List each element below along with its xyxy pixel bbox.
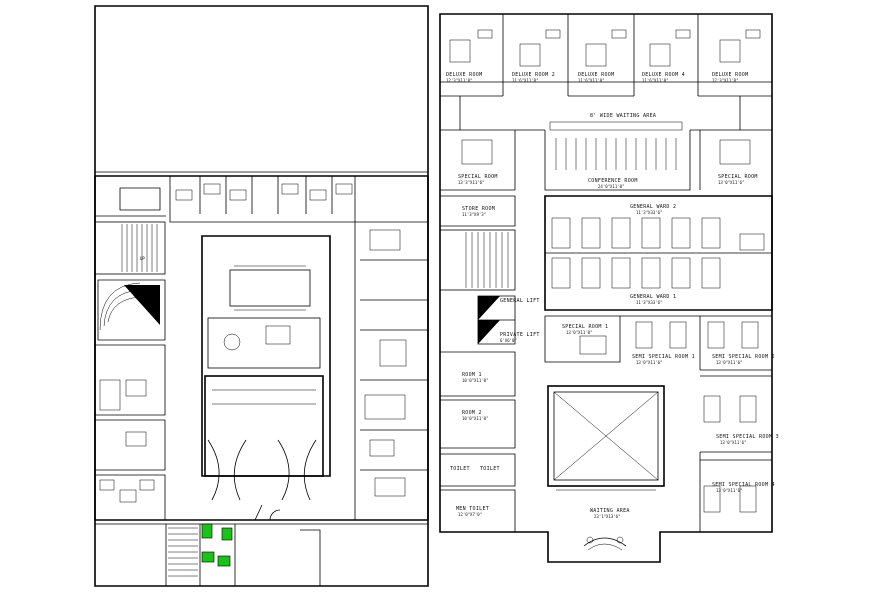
top-office-row (169, 176, 356, 223)
left-building-outline (94, 175, 429, 521)
right-floor-plan: DELUXE ROOM 12'3"X11'8" DELUXE ROOM 2 11… (439, 13, 779, 563)
conference-dim: 24'0"X11'0" (598, 184, 625, 189)
room-a-label: ROOM 1 (462, 372, 482, 378)
store-room-dim: 11'3"X9'3" (462, 212, 486, 217)
ward-beds (551, 217, 765, 289)
deluxe-room-1-dim: 12'3"X11'8" (446, 78, 473, 83)
semi-special-room-2-label: SEMI SPECIAL ROOM 2 (712, 354, 775, 360)
deluxe-toilets (440, 95, 772, 130)
men-toilet-dim: 12'0"X7'0" (458, 512, 482, 517)
deluxe-room-4-label: DELUXE ROOM 4 (642, 72, 685, 78)
right-staircase (439, 229, 516, 291)
deluxe-room-2-dim: 11'6"X11'8" (512, 78, 539, 83)
men-toilet-label: MEN TOILET (456, 506, 489, 512)
special-room-left-label: SPECIAL ROOM (458, 174, 498, 180)
reception-area (207, 317, 321, 369)
semi-special-room-3-label: SEMI SPECIAL ROOM 3 (716, 434, 779, 440)
spiral-stair (97, 279, 166, 341)
deluxe-room-5-label: DELUXE ROOM (712, 72, 748, 78)
open-yard (94, 5, 429, 173)
toilet-a-label: TOILET (450, 466, 470, 472)
service-strip (354, 175, 428, 520)
wide-waiting-label: 8' WIDE WAITING AREA (590, 113, 656, 119)
general-wards-block (544, 195, 773, 311)
private-lift-label: PRIVATE LIFT (500, 332, 540, 338)
service-fixtures (364, 229, 407, 497)
left-wing-furniture (99, 379, 155, 503)
conference-label: CONFERENCE ROOM (588, 178, 638, 184)
semi-special-room-3-dim: 13'0"X11'6" (720, 440, 747, 445)
toilet-b-label: TOILET (480, 466, 500, 472)
special-room-left-bed (461, 139, 493, 165)
general-lift-label: GENERAL LIFT (500, 298, 540, 304)
general-ward-1-dim: 11'3"X33'6" (636, 300, 663, 305)
semi-special-3-4-walls (699, 375, 773, 532)
store-room-label: STORE ROOM (462, 206, 495, 212)
waiting-area-dim: 23'1"X13'6" (594, 514, 621, 519)
semi-special-room-1-label: SEMI SPECIAL ROOM 1 (632, 354, 695, 360)
room-b-label: ROOM 2 (462, 410, 482, 416)
store-room (439, 195, 516, 227)
waiting-area-label: WAITING AREA (590, 508, 630, 514)
right-building-outline (439, 13, 773, 563)
semi-special-room-4-dim: 13'0"X11'6" (716, 488, 743, 493)
deluxe-room-3-dim: 11'6"X11'8" (578, 78, 605, 83)
lift-shafts (477, 295, 516, 345)
special-room-1-label: SPECIAL ROOM 1 (562, 324, 608, 330)
special-room-right-bed (719, 139, 751, 165)
main-door (254, 504, 281, 521)
special-room-right-label: SPECIAL ROOM (718, 174, 758, 180)
deluxe-room-4-dim: 11'6"X11'8" (642, 78, 669, 83)
general-ward-2-label: GENERAL WARD 2 (630, 204, 676, 210)
room-b-dim: 10'0"X11'0" (462, 416, 489, 421)
central-atrium (547, 385, 665, 487)
reception-counter (583, 536, 627, 551)
left-floor-plan: UP (94, 5, 429, 587)
deluxe-room-beds (449, 29, 761, 67)
second-row-walls (440, 129, 772, 191)
special-room-1-dim: 13'0"X11'0" (566, 330, 593, 335)
planters (201, 523, 233, 567)
left-wing-rooms (94, 344, 166, 520)
entrance-steps (168, 527, 198, 577)
deluxe-room-1-label: DELUXE ROOM (446, 72, 482, 78)
conference-seating (549, 121, 683, 170)
office-desks (175, 183, 353, 201)
stair-up-label: UP (140, 256, 145, 261)
lounge-block (204, 375, 324, 501)
general-ward-2-dim: 11'3"X33'6" (636, 210, 663, 215)
deluxe-room-5-dim: 12'3"X11'8" (712, 78, 739, 83)
top-left-room (94, 176, 166, 217)
semi-special-room-1-dim: 13'0"X11'6" (636, 360, 663, 365)
semi-special-room-2-dim: 13'0"X11'6" (716, 360, 743, 365)
deluxe-room-2-label: DELUXE ROOM 2 (512, 72, 555, 78)
deluxe-row-walls (440, 14, 772, 96)
special-room-left-dim: 13'3"X11'6" (458, 180, 485, 185)
left-frontage (95, 523, 428, 586)
left-staircase: UP (94, 221, 166, 275)
left-small-rooms (439, 351, 516, 532)
semi-special-beds (579, 321, 759, 513)
special-room-right-dim: 13'0"X11'6" (718, 180, 745, 185)
room-a-dim: 10'0"X11'0" (462, 378, 489, 383)
lift-dim: 6'X6'0" (500, 338, 517, 343)
meeting-table (229, 265, 311, 311)
deluxe-room-3-label: DELUXE ROOM (578, 72, 614, 78)
central-hall (201, 235, 331, 477)
general-ward-1-label: GENERAL WARD 1 (630, 294, 676, 300)
semi-special-room-4-label: SEMI SPECIAL ROOM 4 (712, 482, 775, 488)
special-semi-walls (544, 315, 772, 371)
